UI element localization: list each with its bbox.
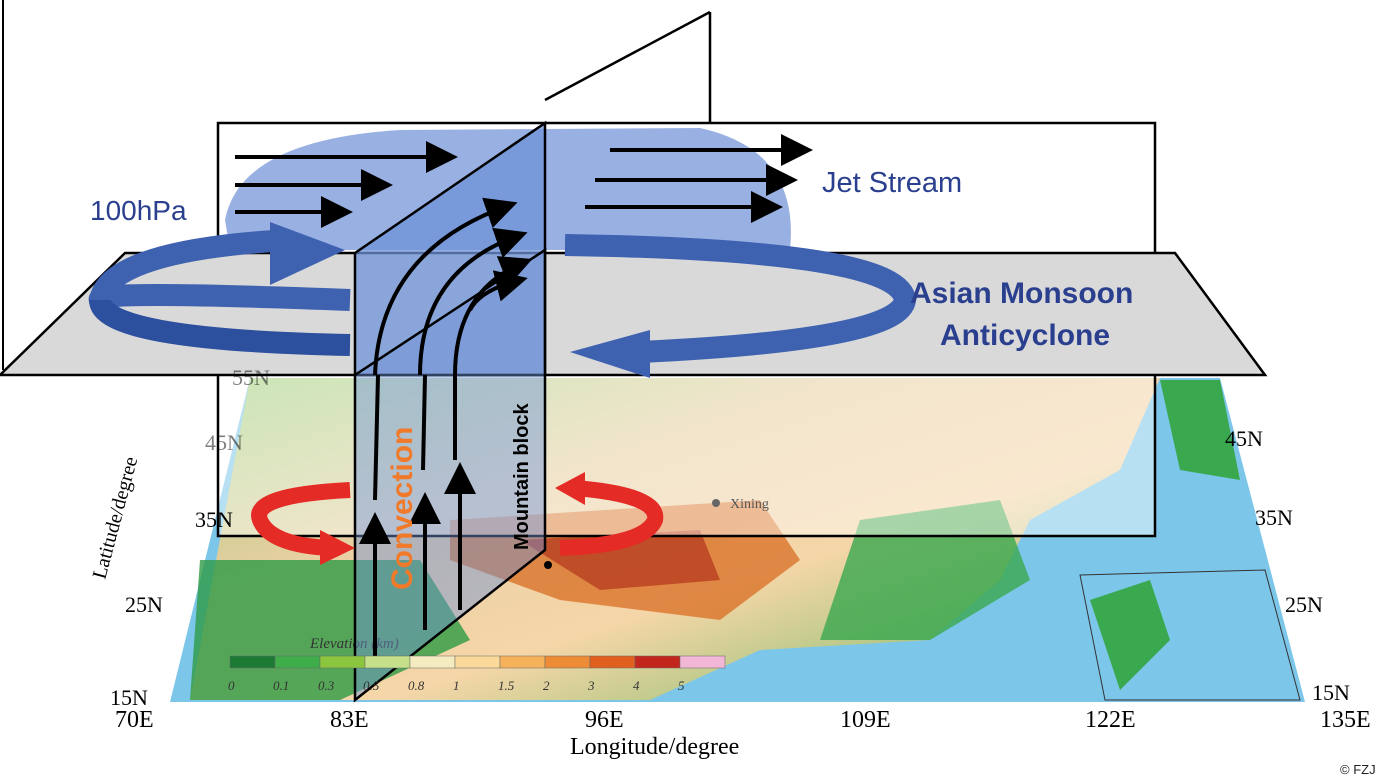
x-tick-label: 109E: [840, 707, 891, 733]
colorbar-swatch: [454, 655, 501, 669]
y-tick-label-left: 55N: [232, 365, 270, 390]
y-tick-label-right: 35N: [1255, 505, 1293, 530]
jet-stream-label: Jet Stream: [822, 167, 962, 199]
y-tick-label-left: 15N: [110, 685, 148, 710]
colorbar-swatch: [409, 655, 456, 669]
colorbar-tick: 0.5: [363, 678, 380, 693]
y-tick-label-left: 45N: [205, 430, 243, 455]
colorbar-swatch: [679, 655, 726, 669]
anticyclone-label-line2: Anticyclone: [940, 319, 1110, 352]
mountain-block-label: Mountain block: [511, 402, 533, 550]
y-axis-title: Latitude/degree: [89, 454, 143, 581]
convection-label: Convection: [386, 427, 419, 590]
colorbar-tick: 0.3: [318, 678, 335, 693]
y-tick-label-right: 45N: [1225, 426, 1263, 451]
colorbar-swatch: [499, 655, 546, 669]
colorbar-swatch: [274, 655, 321, 669]
colorbar-tick: 0.8: [408, 678, 425, 693]
y-axis-left-ticks: 15N 25N 35N 45N 55N: [110, 365, 270, 710]
colorbar-tick: 0.1: [273, 678, 289, 693]
copyright: © FZJ: [1340, 762, 1376, 777]
colorbar-swatch: [589, 655, 636, 669]
jet-stream-arrows: [235, 134, 813, 228]
y-axis-right-ticks: 15N 25N 35N 45N: [1225, 426, 1350, 705]
colorbar-swatch: [229, 655, 276, 669]
colorbar-swatch: [364, 655, 411, 669]
x-axis-title: Longitude/degree: [570, 734, 739, 760]
y-tick-label-right: 15N: [1312, 680, 1350, 705]
colorbar-swatch: [319, 655, 366, 669]
convection-arrows: [359, 197, 533, 660]
colorbar-tick: 4: [633, 678, 640, 693]
colorbar-swatch: [634, 655, 681, 669]
y-tick-label-left: 25N: [125, 592, 163, 617]
colorbar-tick: 2: [543, 678, 550, 693]
anticyclone-arrow: [88, 222, 917, 378]
site-marker: [544, 561, 552, 569]
y-tick-label-left: 35N: [195, 507, 233, 532]
colorbar-tick: 5: [678, 678, 685, 693]
y-tick-label-right: 25N: [1285, 592, 1323, 617]
elevation-colorbar: 0 0.1 0.3 0.5 0.8 1 1.5 2 3 4 5: [228, 655, 726, 693]
x-axis-ticks: 70E 83E 96E 109E 122E 135E: [115, 707, 1371, 733]
pressure-level-label: 100hPa: [90, 195, 187, 226]
city-label: Xining: [730, 497, 769, 512]
colorbar-tick: 0: [228, 678, 235, 693]
colorbar-tick: 1.5: [498, 678, 515, 693]
mountain-circulation-arrows: [251, 480, 664, 556]
colorbar-tick: 1: [453, 678, 460, 693]
colorbar-tick: 3: [587, 678, 595, 693]
anticyclone-label-line1: Asian Monsoon: [910, 277, 1133, 310]
x-tick-label: 96E: [585, 707, 624, 733]
city-marker: [712, 499, 720, 507]
x-tick-label: 135E: [1320, 707, 1371, 733]
x-tick-label: 122E: [1085, 707, 1136, 733]
x-tick-label: 83E: [330, 707, 369, 733]
x-tick-label: 70E: [115, 707, 154, 733]
colorbar-swatch: [544, 655, 591, 669]
